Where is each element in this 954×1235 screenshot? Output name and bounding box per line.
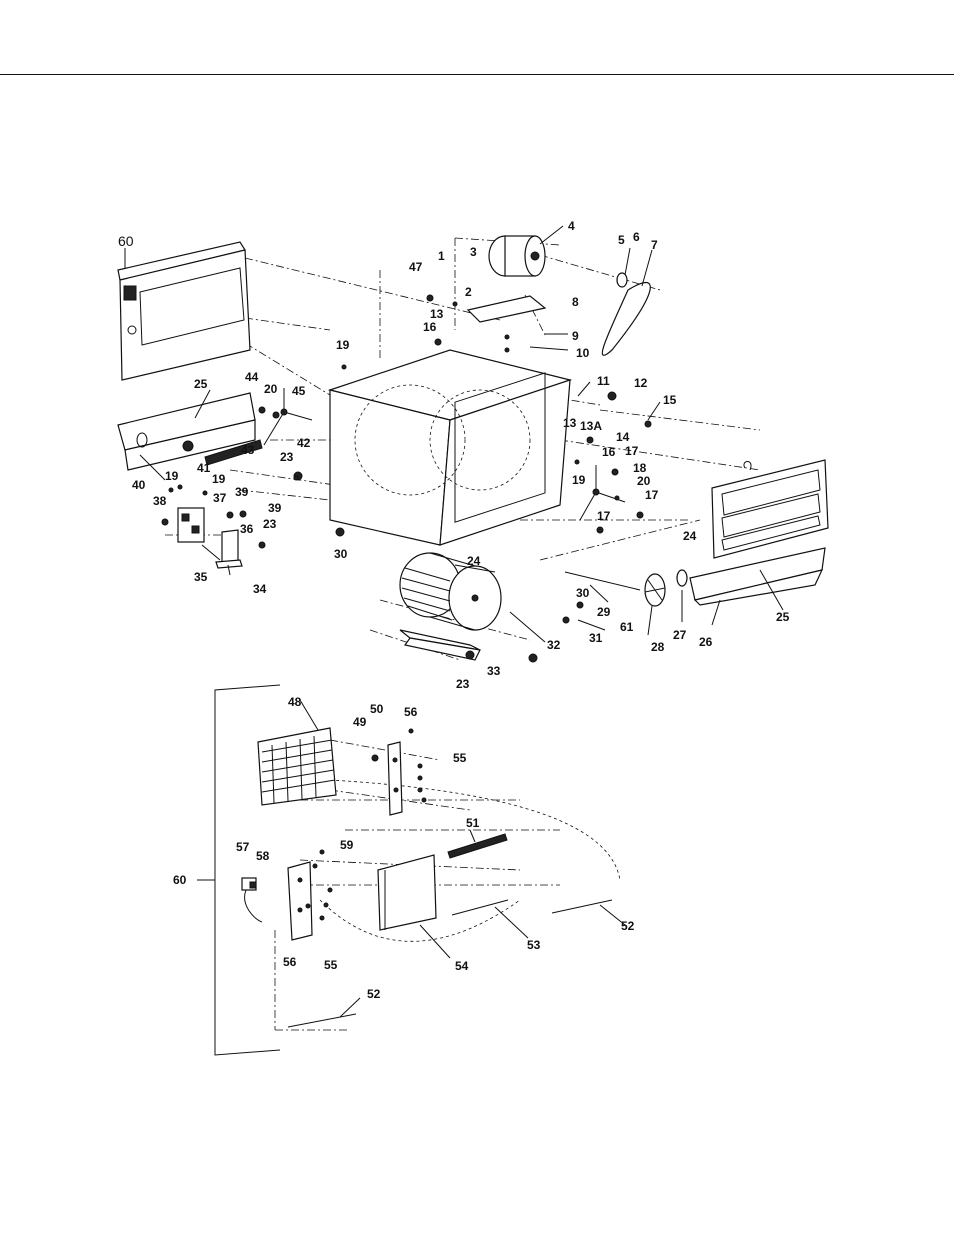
part-label-13: 13 bbox=[430, 307, 444, 321]
filter-panel bbox=[378, 855, 436, 930]
part-label-17-b: 17 bbox=[645, 488, 659, 502]
part-label-16-right: 16 bbox=[602, 445, 616, 459]
part-label-37: 37 bbox=[213, 491, 227, 505]
part-label-61: 61 bbox=[620, 620, 634, 634]
part-label-13A: 13A bbox=[580, 419, 602, 433]
part-label-17: 17 bbox=[625, 444, 639, 458]
part-label-54: 54 bbox=[455, 959, 469, 973]
part-label-3: 3 bbox=[470, 245, 477, 259]
part-label-49: 49 bbox=[353, 715, 367, 729]
part-label-41: 41 bbox=[197, 461, 211, 475]
part-label-52-b: 52 bbox=[367, 987, 381, 1001]
main-cabinet bbox=[330, 350, 570, 545]
part-label-15: 15 bbox=[663, 393, 677, 407]
part-label-23-b: 23 bbox=[263, 517, 277, 531]
part-label-42: 42 bbox=[297, 436, 311, 450]
part-label-57: 57 bbox=[236, 840, 250, 854]
thermostat bbox=[242, 878, 262, 922]
part-label-20-right: 20 bbox=[637, 474, 651, 488]
part-label-12: 12 bbox=[634, 376, 648, 390]
part-label-24: 24 bbox=[467, 554, 481, 568]
part-label-14: 14 bbox=[616, 430, 630, 444]
part-label-39: 39 bbox=[235, 485, 249, 499]
heating-element-51 bbox=[448, 834, 507, 858]
part-label-8: 8 bbox=[572, 295, 579, 309]
part-label-5: 5 bbox=[618, 233, 625, 247]
motor-assembly bbox=[468, 236, 650, 355]
part-label-53: 53 bbox=[527, 938, 541, 952]
part-label-48: 48 bbox=[288, 695, 302, 709]
part-label-28: 28 bbox=[651, 640, 665, 654]
right-louvered-panel bbox=[690, 460, 828, 605]
element-bracket-lower bbox=[288, 862, 312, 940]
part-label-50: 50 bbox=[370, 702, 384, 716]
part-label-56-b: 56 bbox=[283, 955, 297, 969]
part-label-24-right: 24 bbox=[683, 529, 697, 543]
part-label-9: 9 bbox=[572, 329, 579, 343]
part-label-60-b: 60 bbox=[173, 873, 187, 887]
part-label-20: 20 bbox=[264, 382, 278, 396]
part-label-32: 32 bbox=[547, 638, 561, 652]
part-label-25: 25 bbox=[194, 377, 208, 391]
part-label-19-left-b: 19 bbox=[212, 472, 226, 486]
part-label-38: 38 bbox=[153, 494, 167, 508]
part-label-1: 1 bbox=[438, 249, 445, 263]
part-label-17-c: 17 bbox=[597, 509, 611, 523]
left-drain-pan bbox=[118, 393, 255, 470]
part-label-19-left: 19 bbox=[165, 469, 179, 483]
part-label-35: 35 bbox=[194, 570, 208, 584]
part-label-7: 7 bbox=[651, 238, 658, 252]
bearing-plate bbox=[400, 630, 480, 660]
part-label-60: 60 bbox=[118, 233, 134, 249]
part-label-45: 45 bbox=[292, 384, 306, 398]
part-label-29: 29 bbox=[597, 605, 611, 619]
part-label-25-right: 25 bbox=[776, 610, 790, 624]
part-label-34: 34 bbox=[253, 582, 267, 596]
part-label-56: 56 bbox=[404, 705, 418, 719]
part-label-30-b: 30 bbox=[576, 586, 590, 600]
blower-wheel bbox=[400, 553, 501, 630]
part-label-31: 31 bbox=[589, 631, 603, 645]
part-label-4: 4 bbox=[568, 219, 575, 233]
part-label-58: 58 bbox=[256, 849, 270, 863]
part-label-52: 52 bbox=[621, 919, 635, 933]
left-access-panel bbox=[118, 242, 250, 380]
element-bracket-upper bbox=[388, 742, 402, 815]
part-label-40: 40 bbox=[132, 478, 146, 492]
part-label-10: 10 bbox=[576, 346, 590, 360]
part-label-18: 18 bbox=[633, 461, 647, 475]
part-label-16: 16 bbox=[423, 320, 437, 334]
part-label-27: 27 bbox=[673, 628, 687, 642]
part-label-59: 59 bbox=[340, 838, 354, 852]
part-label-30: 30 bbox=[334, 547, 348, 561]
part-label-11: 11 bbox=[597, 374, 610, 388]
part-label-19-right: 19 bbox=[572, 473, 586, 487]
part-label-19-top: 19 bbox=[336, 338, 350, 352]
part-label-43: 43 bbox=[241, 443, 255, 457]
part-label-55: 55 bbox=[453, 751, 467, 765]
coil-grille bbox=[258, 728, 336, 805]
part-label-47: 47 bbox=[409, 260, 423, 274]
part-label-26: 26 bbox=[699, 635, 713, 649]
part-label-36: 36 bbox=[240, 522, 254, 536]
part-label-39-b: 39 bbox=[268, 501, 282, 515]
part-label-23: 23 bbox=[280, 450, 294, 464]
part-label-2: 2 bbox=[465, 285, 472, 299]
part-label-44: 44 bbox=[245, 370, 259, 384]
part-label-33: 33 bbox=[487, 664, 501, 678]
part-label-55-b: 55 bbox=[324, 958, 338, 972]
part-label-51: 51 bbox=[466, 816, 480, 830]
part-label-6: 6 bbox=[633, 230, 640, 244]
part-label-13-right: 13 bbox=[563, 416, 577, 430]
part-label-23-c: 23 bbox=[456, 677, 470, 691]
